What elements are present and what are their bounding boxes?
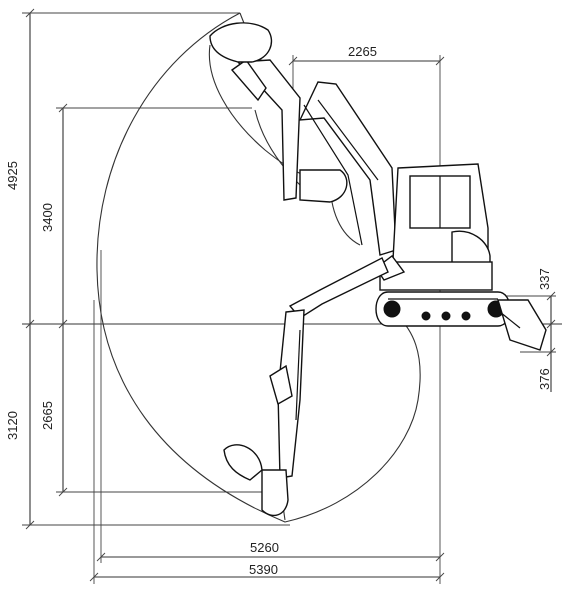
label-2265: 2265 [348,44,377,59]
label-337: 337 [537,268,552,290]
dozer-blade [497,299,547,351]
label-5260: 5260 [250,540,279,555]
label-3400: 3400 [40,203,55,232]
label-3120: 3120 [5,411,20,440]
label-5390: 5390 [249,562,278,577]
label-376: 376 [537,368,552,390]
label-4925: 4925 [5,161,20,190]
label-2665: 2665 [40,401,55,430]
crawler-tracks [375,291,511,327]
excavator-cab [375,163,493,291]
raised-arm [209,22,397,256]
dimension-labels: 2265 5260 5390 4925 3120 3400 2665 337 3… [5,44,552,577]
lowered-arm [223,257,389,517]
dimension-lines [22,8,562,584]
